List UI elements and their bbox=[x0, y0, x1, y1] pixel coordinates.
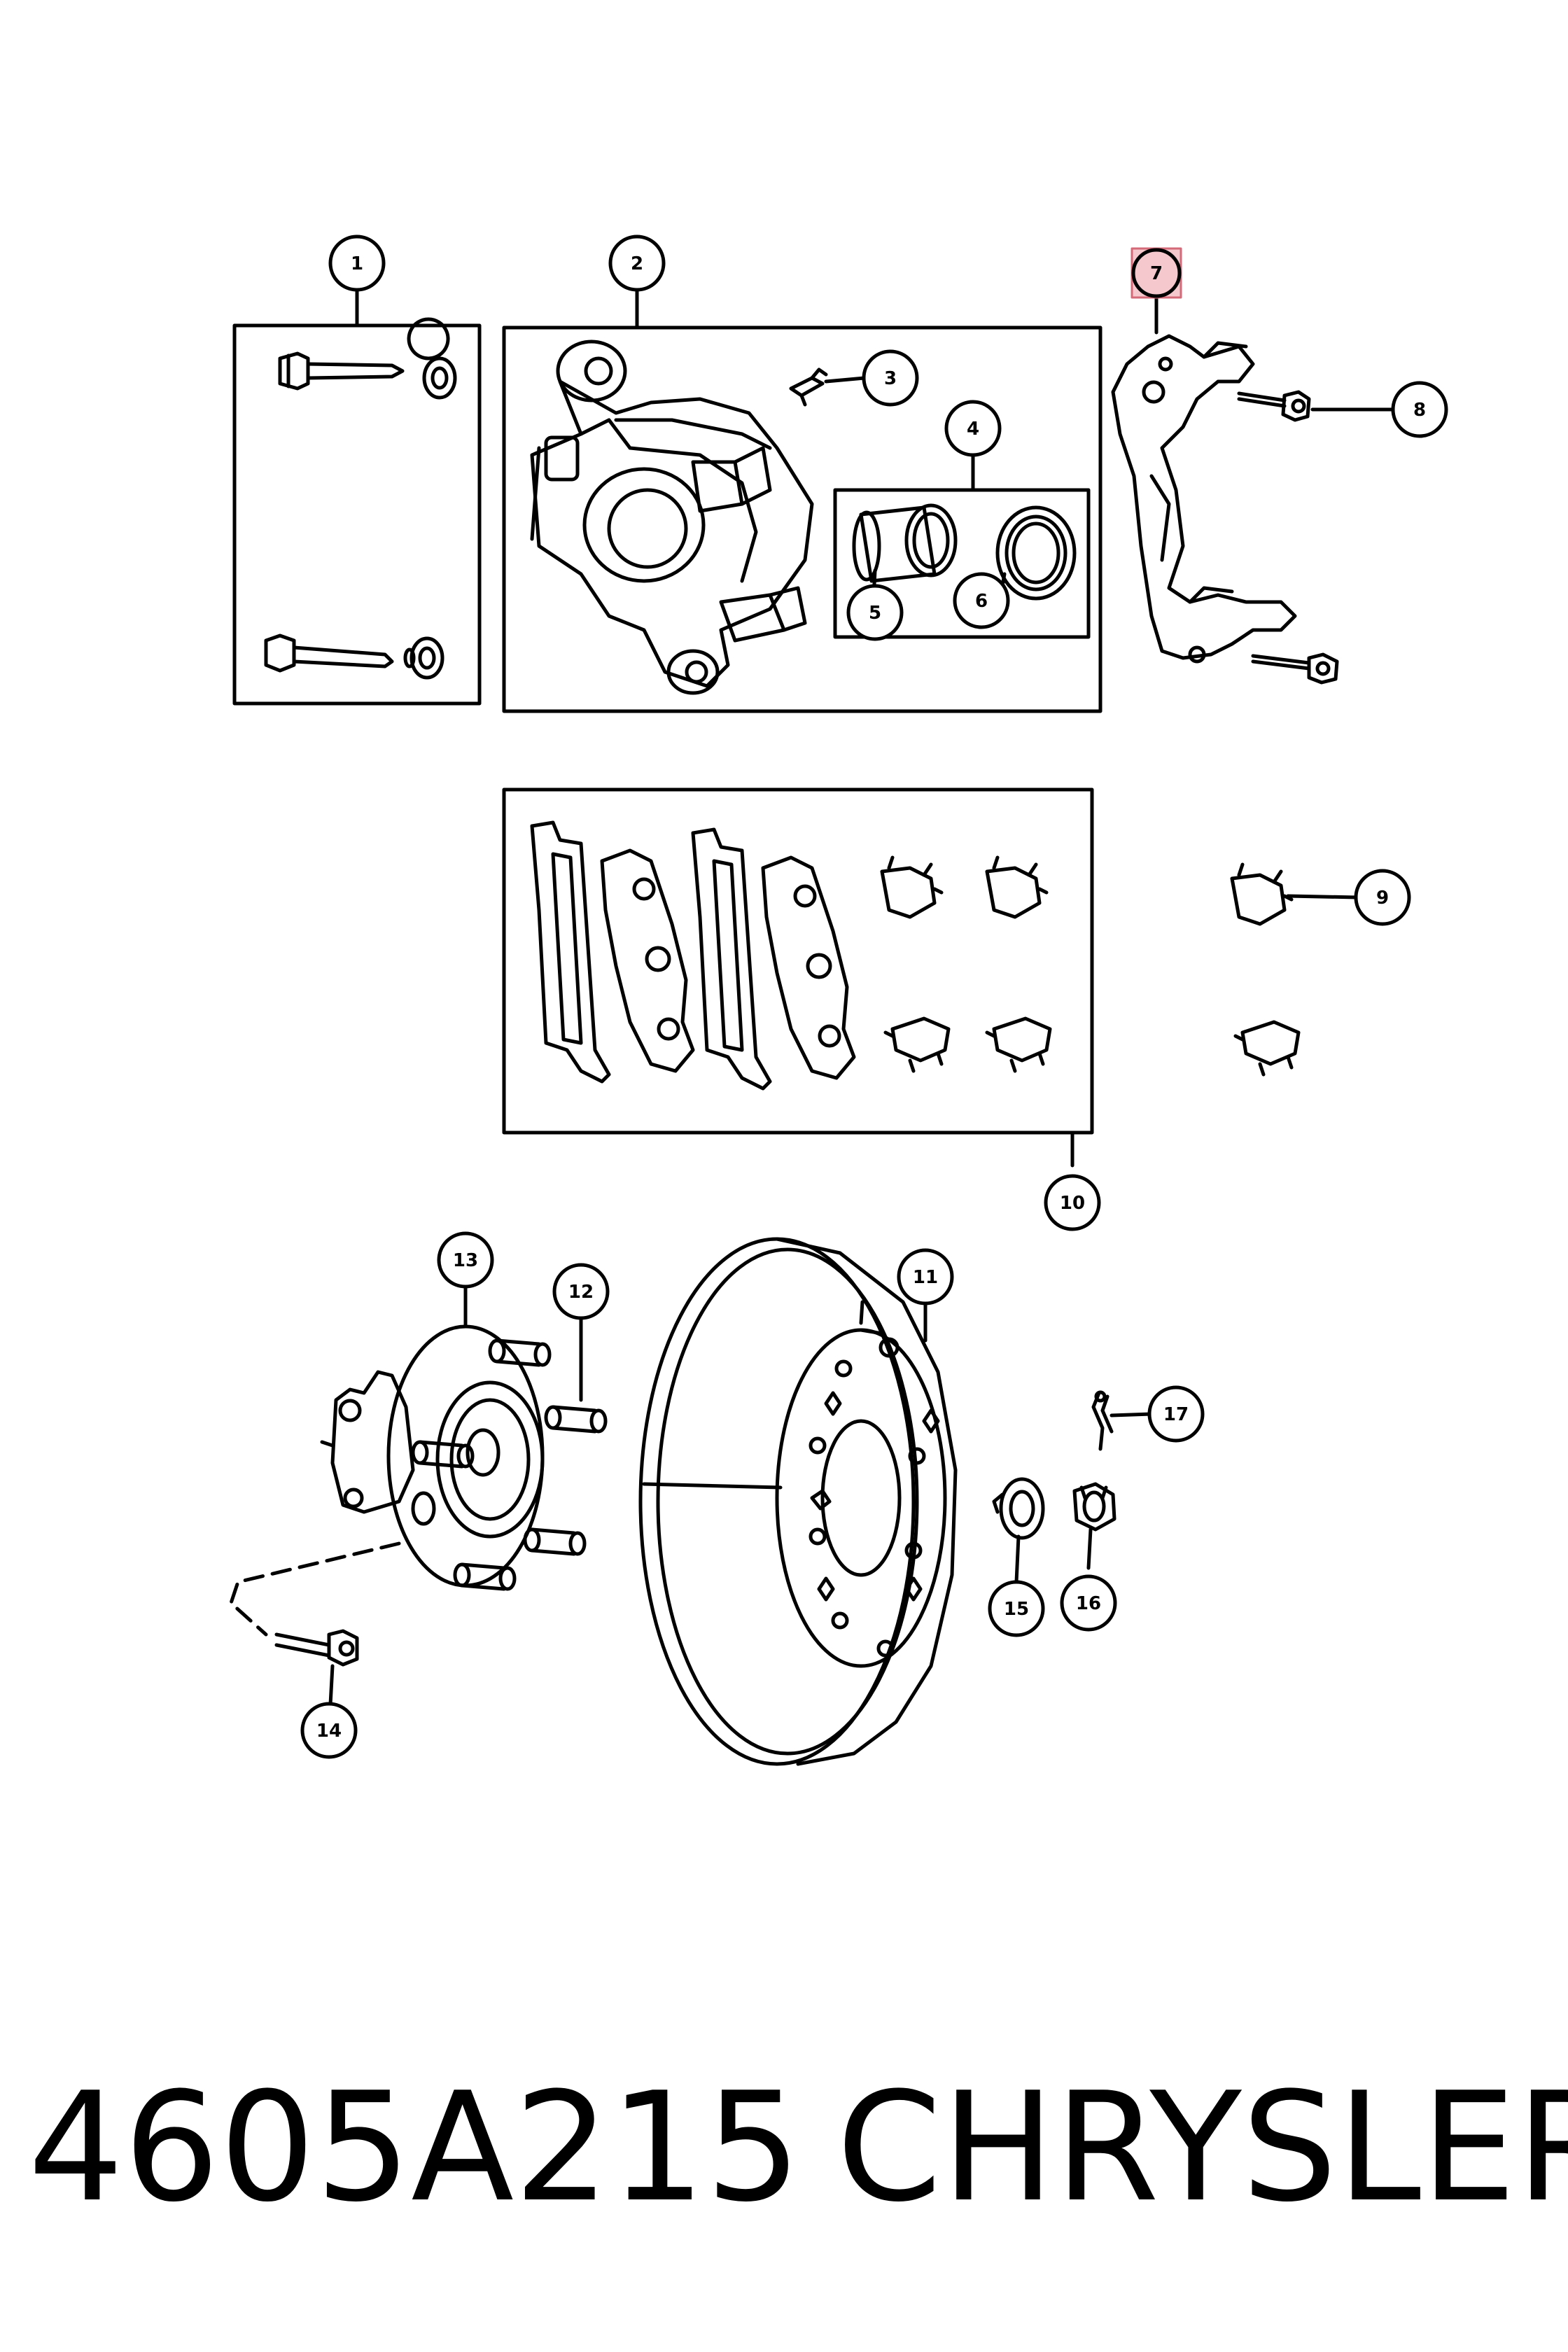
callout-13[interactable]: 13 bbox=[437, 1231, 494, 1289]
guide-pin-bolts-group bbox=[232, 289, 482, 706]
callout-8[interactable]: 8 bbox=[1391, 381, 1448, 438]
leader-3 bbox=[824, 376, 867, 384]
callout-label-8: 8 bbox=[1413, 400, 1426, 421]
callout-label-6: 6 bbox=[975, 591, 988, 612]
callout-16[interactable]: 16 bbox=[1060, 1574, 1117, 1632]
callout-label-16: 16 bbox=[1076, 1593, 1101, 1614]
callout-label-17: 17 bbox=[1163, 1404, 1189, 1425]
leader-9 bbox=[1286, 894, 1360, 899]
brake-pad-outer-1 bbox=[600, 848, 695, 1073]
callouts: 1 2 3 4 5 6 7 8 9 10 11 12 13 14 15 16 1… bbox=[300, 234, 1448, 1759]
caliper-group bbox=[502, 289, 1102, 713]
pad-clips-in-kit bbox=[880, 855, 1052, 1073]
caliper-adapter bbox=[1111, 295, 1297, 664]
callout-label-11: 11 bbox=[913, 1267, 938, 1288]
leader-17 bbox=[1110, 1412, 1154, 1418]
cotter-pin bbox=[1091, 1390, 1114, 1451]
guide-pin-bolt-lower bbox=[264, 634, 444, 680]
callout-label-2: 2 bbox=[631, 253, 643, 274]
callout-label-10: 10 bbox=[1060, 1193, 1085, 1214]
brake-pad-kit-group bbox=[502, 788, 1094, 1168]
brake-pad-inner-1 bbox=[530, 820, 611, 1084]
piston-seal bbox=[995, 505, 1077, 601]
callout-label-14: 14 bbox=[316, 1721, 342, 1742]
adapter-bolt-lower bbox=[1251, 652, 1339, 685]
adapter-bolt-upper bbox=[1237, 390, 1311, 422]
callout-14[interactable]: 14 bbox=[300, 1702, 358, 1759]
hub-bolt bbox=[274, 1629, 359, 1667]
callout-7[interactable]: 7 bbox=[1130, 247, 1182, 299]
callout-label-3: 3 bbox=[884, 368, 897, 389]
callout-15[interactable]: 15 bbox=[988, 1580, 1045, 1637]
group-box-4 bbox=[833, 488, 1091, 639]
callout-1[interactable]: 1 bbox=[328, 234, 386, 292]
group-box-1 bbox=[232, 323, 482, 706]
callout-5[interactable]: 5 bbox=[846, 584, 904, 641]
callout-2[interactable]: 2 bbox=[608, 234, 666, 292]
brake-rotor bbox=[638, 1237, 958, 1766]
manufacturer-name: CHRYSLER bbox=[836, 2059, 1568, 2235]
callout-17[interactable]: 17 bbox=[1147, 1385, 1205, 1443]
guide-pin-bolt-upper bbox=[278, 317, 457, 400]
leader-15 bbox=[1014, 1534, 1021, 1584]
callout-11[interactable]: 11 bbox=[897, 1248, 954, 1306]
hub-bolt-path bbox=[229, 1541, 401, 1637]
callout-6[interactable]: 6 bbox=[953, 572, 1010, 629]
callout-label-4: 4 bbox=[967, 419, 979, 440]
brake-pad-inner-2 bbox=[691, 827, 772, 1091]
washer bbox=[992, 1477, 1045, 1540]
group-box-10 bbox=[502, 788, 1094, 1135]
group-box-2 bbox=[502, 326, 1102, 713]
wheel-studs bbox=[411, 1338, 608, 1591]
callout-10[interactable]: 10 bbox=[1044, 1174, 1101, 1231]
callout-label-12: 12 bbox=[568, 1282, 594, 1303]
callout-label-1: 1 bbox=[351, 253, 363, 274]
caliper-body bbox=[530, 340, 814, 695]
leader-16 bbox=[1086, 1527, 1093, 1570]
callout-12[interactable]: 12 bbox=[552, 1263, 610, 1320]
axle-nut bbox=[1072, 1482, 1116, 1532]
leader-14 bbox=[328, 1664, 335, 1707]
callout-label-15: 15 bbox=[1004, 1599, 1029, 1620]
piston bbox=[852, 503, 958, 583]
callout-label-5: 5 bbox=[869, 603, 881, 624]
part-number: 4605A215 bbox=[28, 2059, 802, 2235]
callout-4[interactable]: 4 bbox=[944, 400, 1002, 457]
callout-label-9: 9 bbox=[1376, 888, 1389, 909]
callout-label-7: 7 bbox=[1150, 263, 1163, 284]
callout-label-13: 13 bbox=[453, 1250, 478, 1271]
bleeder-screw bbox=[789, 368, 828, 407]
brake-pad-outer-2 bbox=[761, 855, 856, 1080]
hub-bearing bbox=[320, 1324, 545, 1588]
callout-3[interactable]: 3 bbox=[862, 349, 919, 407]
callout-9[interactable]: 9 bbox=[1354, 869, 1411, 926]
